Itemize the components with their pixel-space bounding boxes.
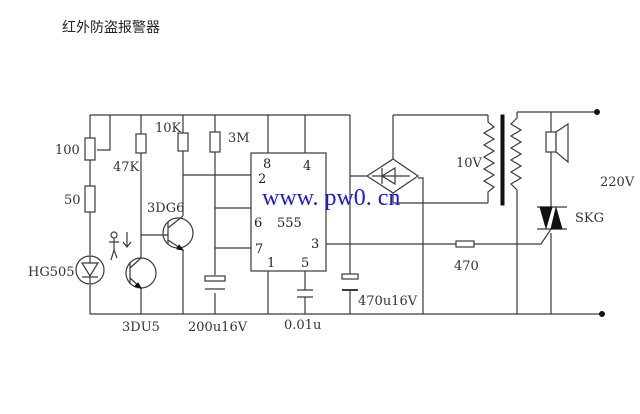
pin-4-label: 4 — [303, 159, 311, 174]
pin8-pin4-wires — [267, 115, 306, 153]
resistor-50-label: 50 — [64, 193, 81, 208]
pin-3-label: 3 — [311, 237, 319, 252]
bridge-ac-wires — [392, 114, 488, 204]
pot-wiper-wire — [97, 115, 111, 151]
resistor-470-body — [455, 240, 475, 248]
pin-1-label: 1 — [267, 256, 275, 271]
pin-5-label: 5 — [301, 256, 309, 271]
transistor-3dg6 — [141, 210, 194, 314]
capacitor-001u — [297, 289, 313, 298]
pot-100-body — [84, 137, 96, 161]
watermark-text: www. pw0. cn — [262, 185, 400, 211]
pin-6-label: 6 — [254, 216, 262, 231]
mains-terminal-top[interactable] — [594, 109, 600, 115]
capacitor-200u-label: 200u16V — [188, 320, 248, 335]
transformer-secondary-coil — [509, 112, 523, 314]
resistor-47k-label: 47K — [113, 160, 140, 175]
mains-label: 220V — [600, 175, 635, 190]
resistor-50-body — [84, 185, 96, 213]
capacitor-470u — [341, 273, 359, 291]
bridge-dc-minus-wire — [418, 177, 424, 314]
transformer-label: 10V — [456, 156, 483, 171]
transistor-3dg6-label: 3DG6 — [147, 201, 184, 216]
person-icon — [109, 231, 119, 261]
pin-2-label: 2 — [258, 172, 266, 187]
transformer-core — [500, 114, 505, 206]
capacitor-200u — [204, 275, 226, 290]
triac-label: SKG — [575, 211, 604, 226]
capacitor-470u-label: 470u16V — [358, 294, 418, 309]
pot-100-label: 100 — [55, 143, 80, 158]
pin-8-label: 8 — [263, 157, 271, 172]
pin6-pin7-wires — [215, 207, 251, 249]
ir-led-hg505 — [75, 255, 105, 285]
resistor-10k-body — [177, 132, 189, 152]
resistor-47k-body — [135, 133, 147, 154]
resistor-10k-label: 10K — [155, 121, 182, 136]
resistor-470-label: 470 — [454, 259, 479, 274]
ir-led-label: HG505 — [28, 265, 75, 280]
capacitor-001u-label: 0.01u — [284, 318, 321, 333]
ic-555-body — [250, 152, 327, 272]
pin-7-label: 7 — [255, 242, 263, 257]
speaker-icon — [545, 122, 569, 164]
light-arrow-icon — [122, 232, 132, 248]
transformer-primary-coil — [482, 115, 496, 203]
resistor-3m-body — [209, 131, 221, 153]
resistor-3m-label: 3M — [228, 131, 250, 146]
bridge-rectifier — [365, 158, 420, 194]
diagram-title: 红外防盗报警器 — [62, 20, 160, 36]
phototransistor-label: 3DU5 — [122, 320, 160, 335]
mains-terminal-bottom[interactable] — [599, 311, 605, 317]
phototransistor-3du5 — [125, 248, 157, 294]
ic-555-label: 555 — [277, 216, 302, 231]
pin1-pin5-wires — [267, 271, 306, 314]
triac-skg — [537, 206, 567, 245]
